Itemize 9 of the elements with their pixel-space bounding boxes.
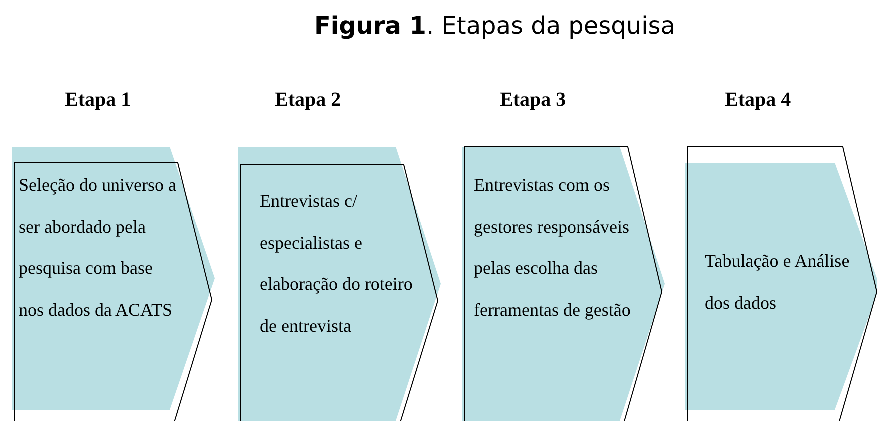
stage-heading: Etapa 2: [275, 89, 342, 112]
figure-title: Figura 1. Etapas da pesquisa: [314, 12, 676, 40]
stage-heading: Etapa 4: [725, 89, 792, 112]
stage-heading: Etapa 1: [65, 89, 132, 112]
stage-heading: Etapa 3: [500, 89, 566, 112]
stage-description: Entrevistas com os gestores responsáveis pelas escolha das ferramentas de gestão: [474, 174, 632, 322]
stage-description: Seleção do universo a ser abordado pela pesquisa com base nos dados da ACATS: [19, 174, 178, 322]
stage-description: Entrevistas c/ especialistas e elaboração do roteiro de entrevista: [260, 190, 414, 338]
stage-description: Tabulação e Análise dos dados: [705, 250, 851, 314]
